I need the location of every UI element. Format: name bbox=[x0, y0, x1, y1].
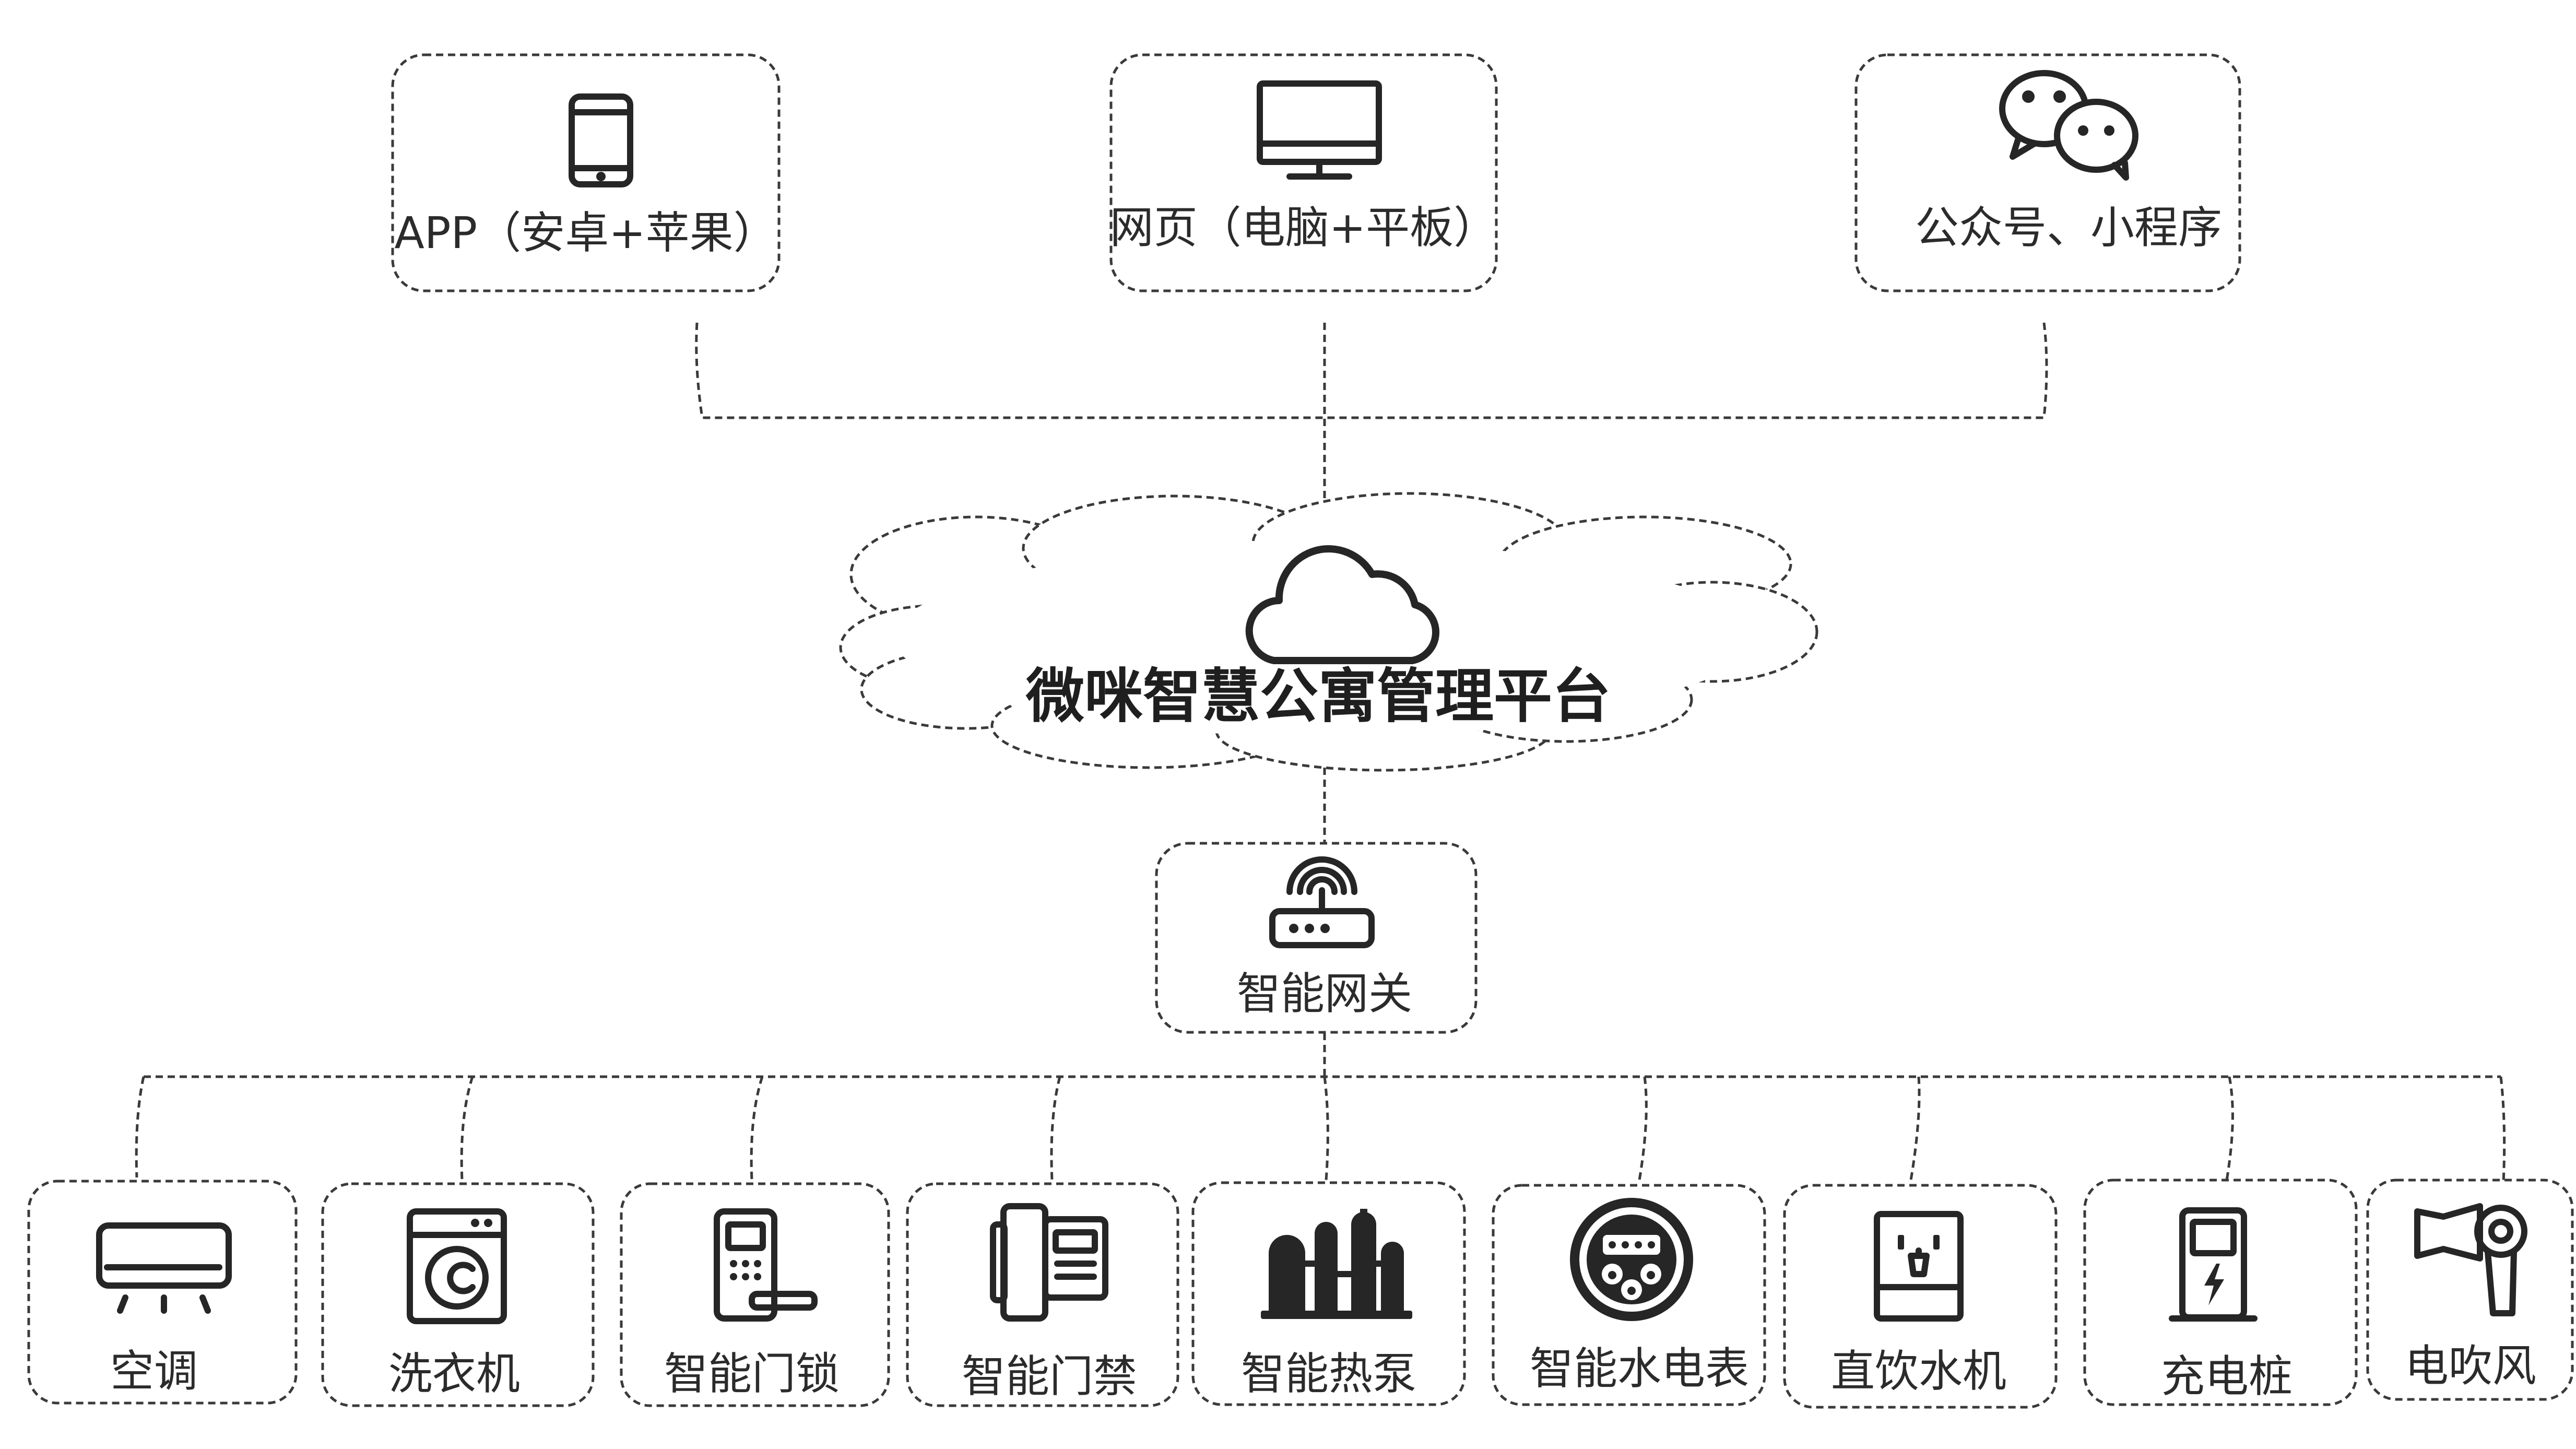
device-access-control: 智能门禁 bbox=[906, 1182, 1179, 1407]
device-drop-4 bbox=[1050, 1076, 1061, 1181]
gateway-label: 智能网关 bbox=[1237, 968, 1412, 1019]
device-label: 洗衣机 bbox=[388, 1348, 520, 1399]
device-heat-pump: 智能热泵 bbox=[1191, 1181, 1466, 1406]
device-drop-2 bbox=[460, 1076, 474, 1181]
router-icon bbox=[1269, 856, 1375, 948]
client-wechat: 公众号、小程序 bbox=[1854, 53, 2241, 292]
platform-cloud: 微咪智慧公寓管理平台 bbox=[839, 492, 1818, 772]
device-label: 智能门禁 bbox=[962, 1351, 1137, 1402]
device-drop-5 bbox=[1323, 1076, 1329, 1181]
hair-dryer-icon bbox=[2414, 1203, 2527, 1316]
access-control-icon bbox=[990, 1203, 1108, 1322]
platform-title: 微咪智慧公寓管理平台 bbox=[1025, 663, 1611, 731]
device-drop-7 bbox=[1909, 1076, 1921, 1181]
device-drop-8 bbox=[2225, 1076, 2234, 1181]
meter-icon bbox=[1570, 1198, 1693, 1321]
device-label: 智能热泵 bbox=[1241, 1348, 1416, 1399]
device-drop-6 bbox=[1638, 1076, 1648, 1181]
cloud-icon bbox=[1245, 545, 1439, 664]
device-air-conditioner: 空调 bbox=[27, 1180, 298, 1405]
device-drop-3 bbox=[750, 1076, 764, 1181]
water-dispenser-icon bbox=[1874, 1211, 1964, 1322]
client-web: 网页（电脑+平板） bbox=[1109, 53, 1498, 292]
device-box bbox=[2083, 1179, 2358, 1406]
device-box bbox=[1783, 1184, 2058, 1409]
gateway-node: 智能网关 bbox=[1155, 842, 1478, 1034]
client-label: 公众号、小程序 bbox=[1915, 202, 2222, 253]
smart-lock-icon bbox=[714, 1208, 818, 1322]
device-washing-machine: 洗衣机 bbox=[321, 1182, 595, 1407]
wechat-icon bbox=[1999, 70, 2138, 181]
device-label: 智能水电表 bbox=[1530, 1343, 1749, 1394]
client-app: APP（安卓+苹果） bbox=[391, 53, 781, 292]
device-charging-pile: 充电桩 bbox=[2083, 1179, 2358, 1406]
device-water-dispenser: 直饮水机 bbox=[1783, 1184, 2058, 1409]
device-label: 充电桩 bbox=[2161, 1351, 2293, 1402]
connectors bbox=[135, 322, 2506, 1183]
device-box bbox=[321, 1182, 595, 1407]
client-bus-line bbox=[695, 322, 2048, 419]
device-hair-dryer: 电吹风 bbox=[2366, 1179, 2574, 1401]
device-label: 空调 bbox=[110, 1346, 198, 1397]
device-smart-lock: 智能门锁 bbox=[620, 1182, 890, 1407]
device-label: 电吹风 bbox=[2405, 1340, 2536, 1392]
gateway-box bbox=[1155, 842, 1478, 1034]
client-box bbox=[1109, 53, 1498, 292]
device-drop-9 bbox=[2499, 1076, 2506, 1183]
client-label: APP（安卓+苹果） bbox=[394, 207, 777, 258]
charging-pile-icon bbox=[2169, 1207, 2258, 1322]
client-box bbox=[391, 53, 781, 292]
washing-machine-icon bbox=[407, 1208, 507, 1324]
heat-pump-icon bbox=[1261, 1209, 1412, 1319]
smartphone-icon bbox=[569, 93, 633, 187]
device-drop-1 bbox=[135, 1076, 145, 1178]
device-label: 直饮水机 bbox=[1831, 1346, 2006, 1397]
monitor-icon bbox=[1257, 80, 1382, 180]
device-meter: 智能水电表 bbox=[1492, 1184, 1766, 1406]
air-conditioner-icon bbox=[96, 1222, 232, 1314]
client-label: 网页（电脑+平板） bbox=[1110, 202, 1497, 253]
device-label: 智能门锁 bbox=[664, 1348, 840, 1399]
client-box bbox=[1854, 53, 2241, 292]
